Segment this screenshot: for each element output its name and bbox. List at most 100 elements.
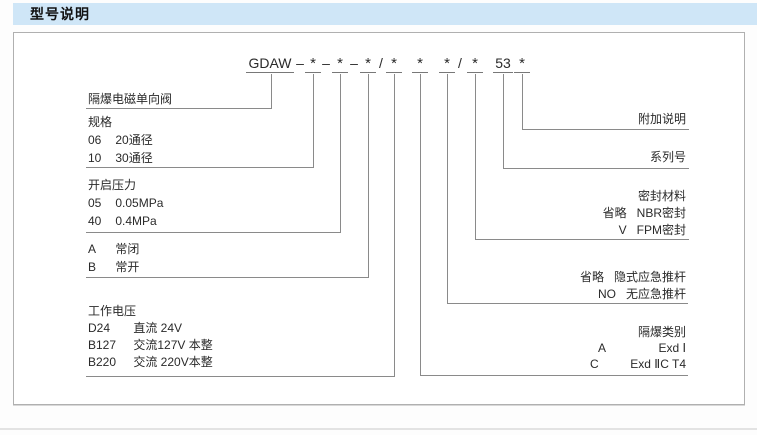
option-code: 06	[88, 133, 102, 147]
label-block-seal: 密封材料 省略 NBR密封 V FPM密封	[603, 189, 686, 240]
label-row: 40 0.4MPa	[88, 214, 163, 232]
label-row: 05 0.05MPa	[88, 196, 163, 214]
option-code: 10	[88, 151, 102, 165]
option-label: Exd Ⅰ	[658, 341, 686, 355]
connector-h-additional	[522, 129, 689, 130]
label-row: 系列号	[650, 150, 686, 167]
seal-heading: 密封材料	[637, 189, 686, 203]
option-label: 0.05MPa	[115, 196, 164, 210]
label-row: A Exd Ⅰ	[598, 341, 686, 357]
code-dash-3: –	[350, 55, 358, 71]
code-dash-1: –	[296, 55, 304, 71]
connector-v-pushrod	[447, 74, 448, 303]
connector-v-series	[503, 74, 504, 168]
code-series-number: 53	[493, 55, 513, 73]
option-code: V	[618, 223, 627, 237]
connector-h-product	[86, 108, 272, 109]
label-row: B 常开	[88, 260, 139, 278]
code-dash-2: –	[322, 55, 330, 71]
label-block-series: 系列号	[650, 150, 686, 167]
label-row: 06 20通径	[88, 133, 153, 151]
connector-h-valve-state	[86, 277, 369, 278]
label-row: 省略 NBR密封	[603, 206, 686, 223]
code-star-seal: *	[467, 55, 483, 73]
label-row: 密封材料	[603, 189, 686, 206]
label-block-exd-class: 隔爆类别 A Exd Ⅰ C Exd ⅡC T4	[590, 325, 686, 373]
option-code: 40	[88, 214, 102, 228]
code-star-pushrod: *	[439, 55, 455, 73]
option-code: 05	[88, 196, 102, 210]
voltage-heading: 工作电压	[88, 304, 137, 318]
label-row: V FPM密封	[603, 223, 686, 240]
label-block-valve-state: A 常闭 B 常开	[88, 242, 139, 278]
label-row: 隔爆电磁单向阀	[88, 92, 172, 110]
option-label: 交流127V 本整	[133, 338, 213, 352]
connector-h-voltage	[86, 376, 395, 377]
code-slash-1: /	[379, 55, 383, 71]
option-code: 省略	[579, 270, 604, 284]
label-row: 省略 隐式应急推杆	[580, 270, 686, 287]
connector-v-product	[271, 74, 272, 108]
series-number-label: 系列号	[649, 150, 686, 164]
spec-heading: 规格	[88, 115, 113, 129]
connector-h-pressure	[86, 232, 341, 233]
option-label: NBR密封	[636, 206, 686, 220]
option-label: 直流 24V	[133, 321, 183, 335]
label-row: 开启压力	[88, 178, 163, 196]
code-star-valve-state: *	[360, 55, 376, 73]
connector-h-series	[503, 168, 689, 169]
connector-v-pressure	[340, 74, 341, 232]
connector-h-exd-class	[420, 375, 688, 376]
label-block-additional: 附加说明	[638, 112, 686, 129]
label-row: 规格	[88, 115, 153, 133]
label-row: B220 交流 220V本整	[88, 355, 213, 372]
pressure-heading: 开启压力	[88, 178, 137, 192]
label-row: A 常闭	[88, 242, 139, 260]
label-row: D24 直流 24V	[88, 321, 213, 338]
option-label: 30通径	[115, 151, 153, 165]
option-code: C	[590, 357, 599, 371]
code-star-voltage: *	[386, 55, 402, 73]
label-row: C Exd ⅡC T4	[590, 357, 686, 373]
label-row: 隔爆类别	[590, 325, 686, 341]
code-star-spec: *	[305, 55, 321, 73]
connector-v-spec	[313, 74, 314, 167]
option-label: Exd ⅡC T4	[630, 357, 686, 371]
option-code: A	[598, 341, 607, 355]
option-label: 隐式应急推杆	[613, 270, 686, 284]
option-code: D24	[88, 321, 111, 335]
label-block-pushrod: 省略 隐式应急推杆 NO 无应急推杆	[580, 270, 686, 304]
connector-v-seal	[475, 74, 476, 239]
exd-heading: 隔爆类别	[637, 325, 686, 339]
label-row: 附加说明	[638, 112, 686, 129]
option-code: B220	[88, 355, 117, 369]
section-header-band: 型号说明	[13, 3, 757, 25]
connector-v-additional	[522, 74, 523, 129]
code-star-pressure: *	[332, 55, 348, 73]
option-code: NO	[597, 287, 616, 301]
label-row: NO 无应急推杆	[580, 287, 686, 304]
connector-v-valve-state	[368, 74, 369, 277]
additional-note-label: 附加说明	[637, 112, 686, 126]
label-block-product: 隔爆电磁单向阀	[88, 92, 172, 110]
code-star-exd-class: *	[412, 55, 428, 73]
option-code: B	[88, 260, 97, 274]
label-row: 10 30通径	[88, 151, 153, 169]
label-block-voltage: 工作电压 D24 直流 24V B127 交流127V 本整 B220 交流 2…	[88, 304, 213, 372]
option-label: FPM密封	[636, 223, 686, 237]
label-row: B127 交流127V 本整	[88, 338, 213, 355]
label-row: 工作电压	[88, 304, 213, 321]
connector-h-pushrod	[447, 303, 688, 304]
connector-h-spec	[86, 167, 314, 168]
option-label: 交流 220V本整	[133, 355, 213, 369]
connector-h-seal	[475, 239, 689, 240]
option-code: A	[88, 242, 97, 256]
code-slash-2: /	[458, 55, 462, 71]
page-bottom-rule	[0, 428, 757, 430]
option-label: 常闭	[115, 242, 140, 256]
product-name-label: 隔爆电磁单向阀	[88, 92, 173, 106]
option-label: 0.4MPa	[115, 214, 157, 228]
connector-v-voltage	[394, 74, 395, 376]
section-title: 型号说明	[30, 6, 90, 22]
